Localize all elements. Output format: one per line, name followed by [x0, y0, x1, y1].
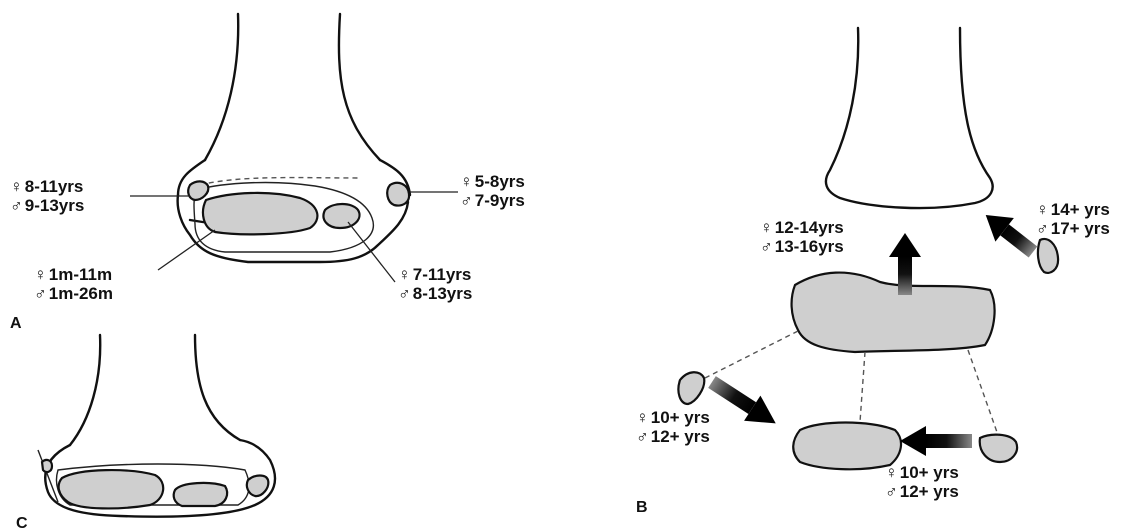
svg-text:♂8-13yrs: ♂8-13yrs: [398, 284, 472, 303]
svg-text:♂13-16yrs: ♂13-16yrs: [760, 237, 844, 256]
panel-label-c: C: [16, 515, 28, 531]
label-medial-fusion: ♀14+ yrs ♂17+ yrs: [1036, 200, 1110, 238]
panel-label-a: A: [10, 315, 22, 332]
label-lateral-epicondyle: ♀8-11yrs ♂9-13yrs: [10, 177, 84, 215]
svg-text:♀14+ yrs: ♀14+ yrs: [1036, 200, 1110, 219]
svg-text:♀1m-11m: ♀1m-11m: [34, 265, 112, 284]
arrow-lateral: [704, 369, 784, 436]
svg-text:♀7-11yrs: ♀7-11yrs: [398, 265, 471, 284]
svg-text:♂7-9yrs: ♂7-9yrs: [460, 191, 525, 210]
label-capitellum: ♀1m-11m ♂1m-26m: [34, 265, 113, 303]
panel-c-ossification-centers: [42, 460, 268, 509]
label-trochlea: ♀7-11yrs ♂8-13yrs: [398, 265, 472, 303]
svg-text:♂12+ yrs: ♂12+ yrs: [636, 427, 710, 446]
svg-text:♀10+ yrs: ♀10+ yrs: [885, 463, 959, 482]
arrow-trochlea: [900, 426, 972, 456]
svg-text:♀10+ yrs: ♀10+ yrs: [636, 408, 710, 427]
label-medial-epicondyle: ♀5-8yrs ♂7-9yrs: [460, 172, 525, 210]
svg-text:♂12+ yrs: ♂12+ yrs: [885, 482, 959, 501]
panel-a-ossification-centers: [188, 181, 409, 234]
svg-text:♀5-8yrs: ♀5-8yrs: [460, 172, 525, 191]
svg-text:♀12-14yrs: ♀12-14yrs: [760, 218, 844, 237]
panel-b-fragments: [678, 239, 1058, 469]
label-shaft-fusion: ♀12-14yrs ♂13-16yrs: [760, 218, 844, 256]
panel-label-b: B: [636, 499, 648, 516]
panel-b-humerus-shaft: [826, 28, 993, 208]
label-lateral-fusion: ♀10+ yrs ♂12+ yrs: [636, 408, 710, 446]
arrow-medial: [976, 203, 1042, 264]
svg-text:♀8-11yrs: ♀8-11yrs: [10, 177, 83, 196]
svg-text:♂1m-26m: ♂1m-26m: [34, 284, 113, 303]
svg-text:♂17+ yrs: ♂17+ yrs: [1036, 219, 1110, 238]
label-trochlea-fusion: ♀10+ yrs ♂12+ yrs: [885, 463, 959, 501]
svg-text:♂9-13yrs: ♂9-13yrs: [10, 196, 84, 215]
